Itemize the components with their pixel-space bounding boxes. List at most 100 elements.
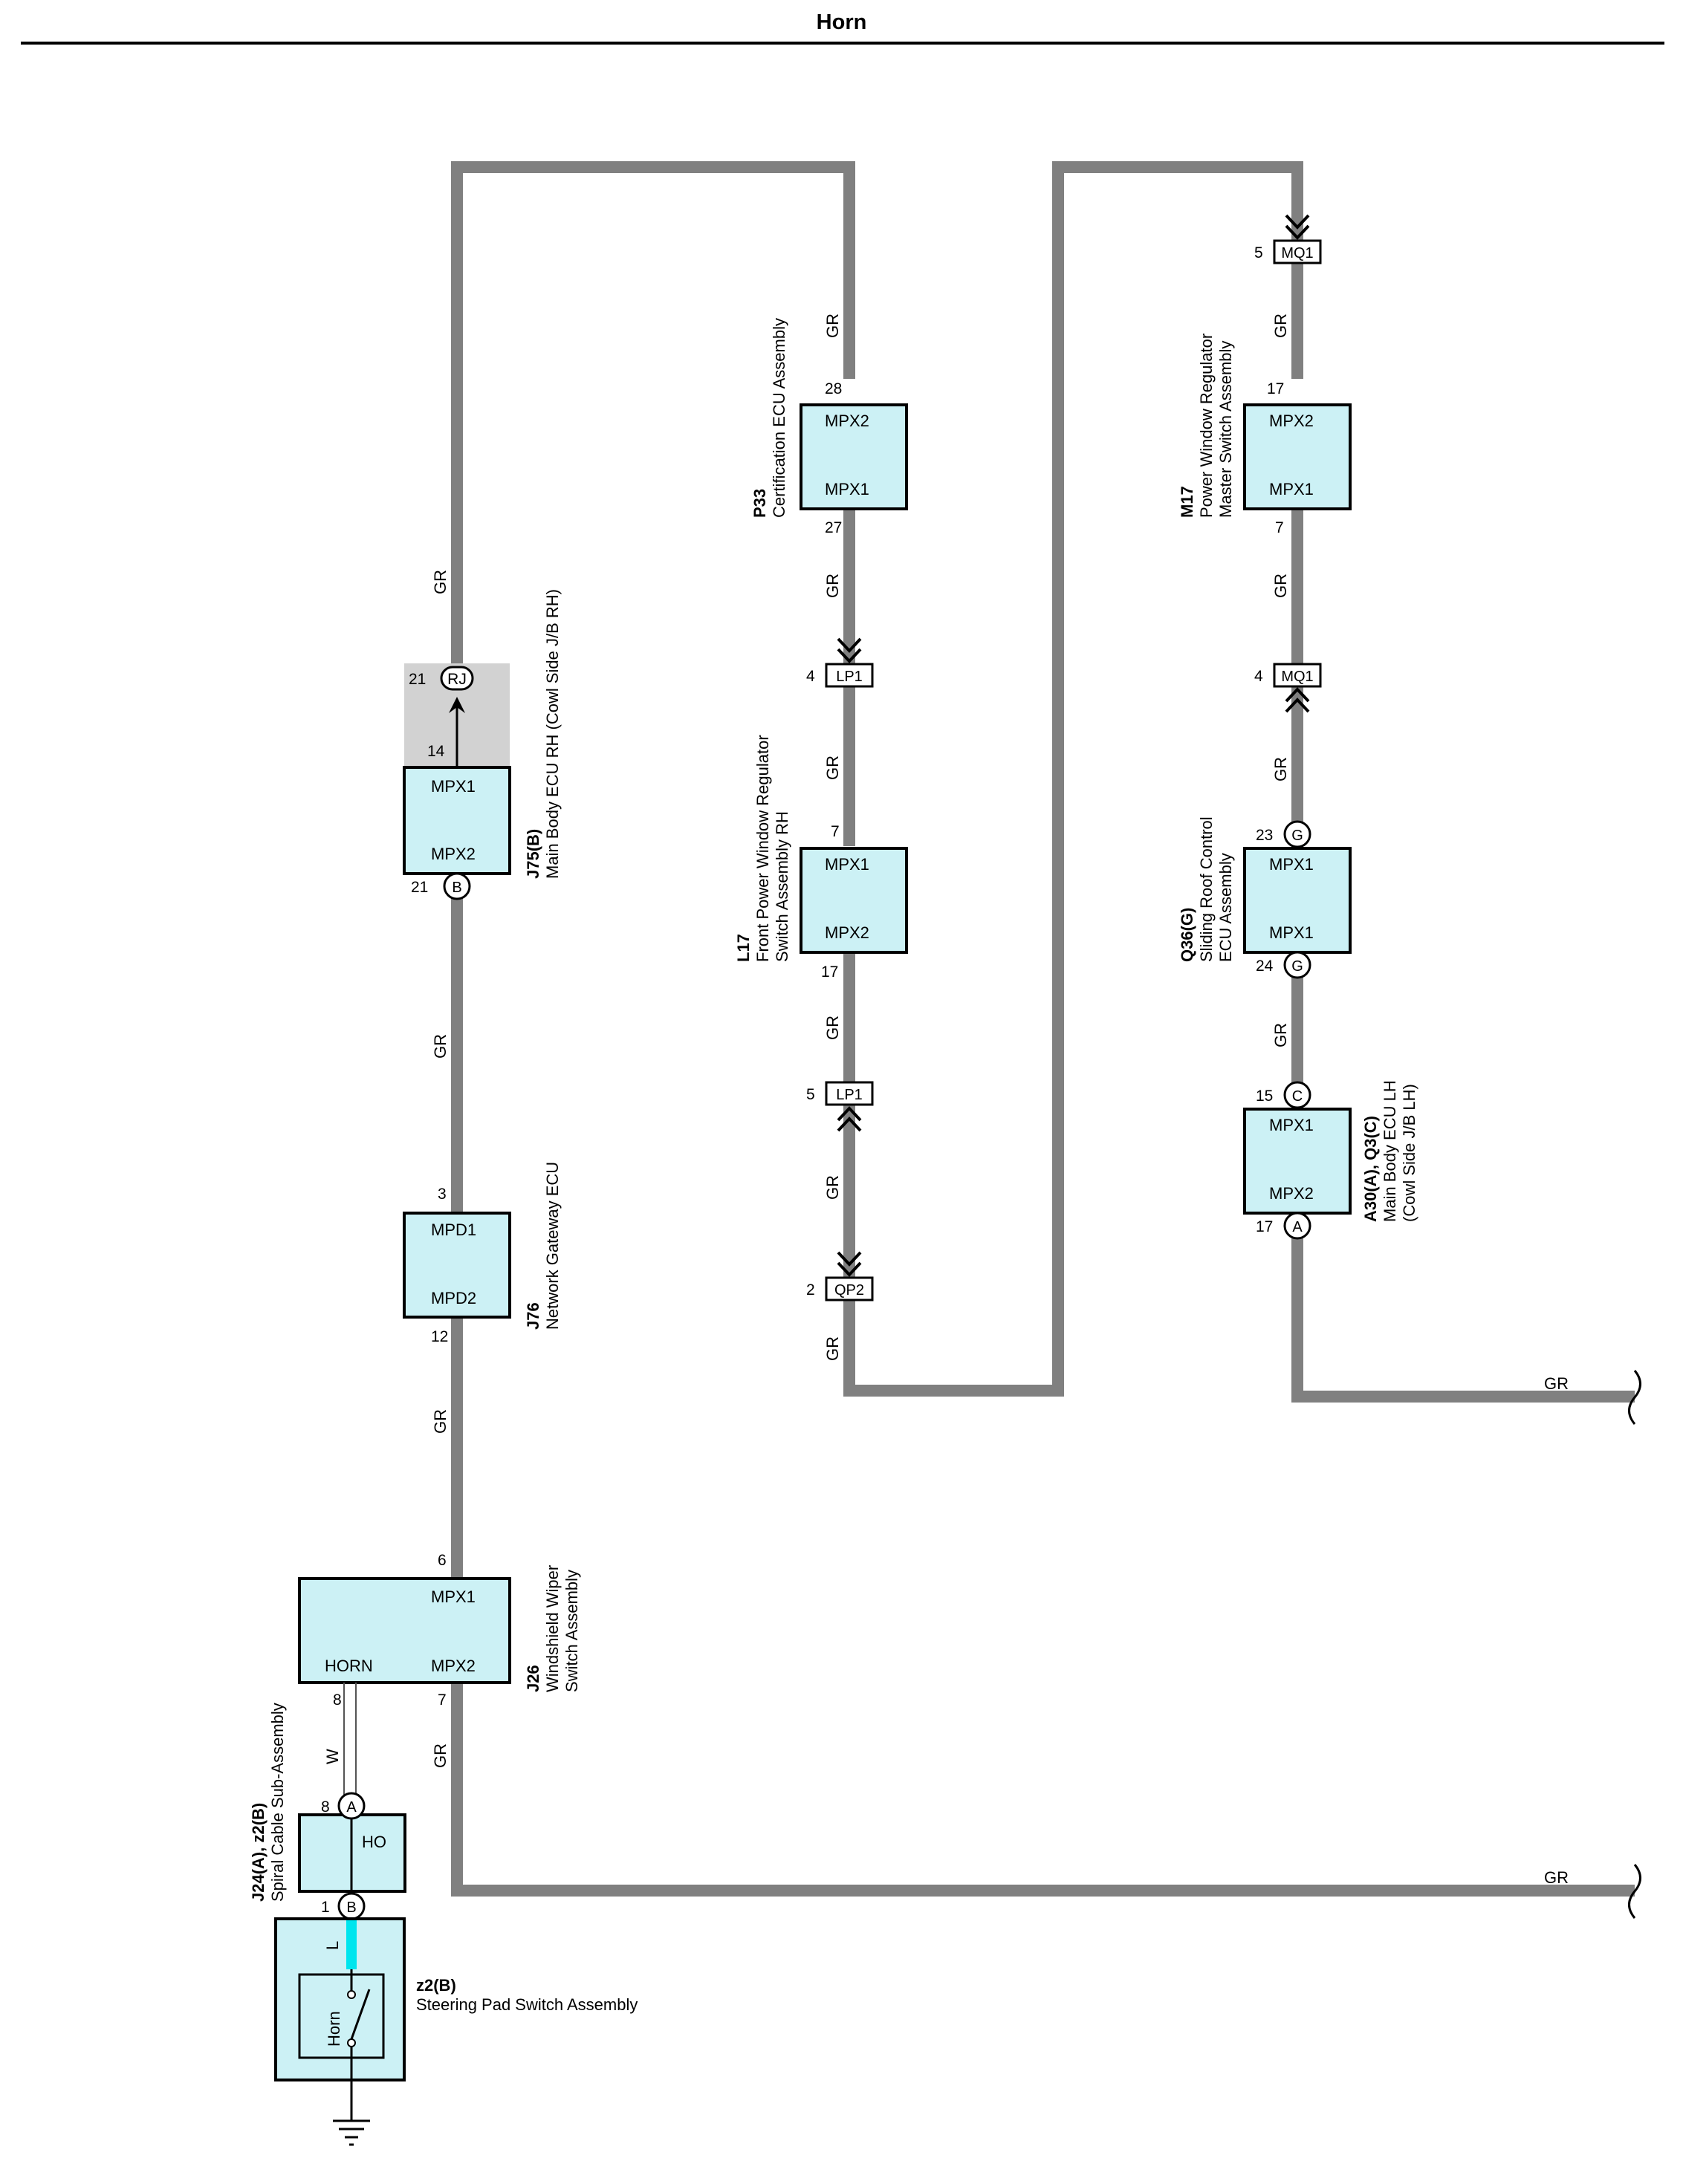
connector-box <box>1273 239 1322 264</box>
terminal-label: HORN <box>325 1657 373 1675</box>
connector-letter: G <box>1291 828 1303 844</box>
m17-box <box>1243 403 1352 510</box>
connector-rj-label: RJ <box>447 671 467 688</box>
terminal-label: MPX2 <box>825 412 869 430</box>
connector-letter-circle <box>1283 1212 1311 1240</box>
pin-label: 21 <box>409 671 426 688</box>
pin-label: 23 <box>1256 827 1273 844</box>
w-label: W <box>323 1749 342 1764</box>
pin-label: 8 <box>321 1798 330 1816</box>
pin-label: 4 <box>1254 668 1263 685</box>
component-name: Switch Assembly RH <box>773 811 791 962</box>
z2-horn-switch-frame <box>298 1973 385 2059</box>
component-name: Front Power Window Regulator <box>753 735 772 962</box>
j75-box <box>403 766 511 875</box>
gr-wires <box>451 161 1635 1897</box>
connector-letter: B <box>452 880 461 896</box>
component-name: Spiral Cable Sub-Assembly <box>268 1703 287 1902</box>
connector-letter: B <box>346 1899 356 1916</box>
connector-letter: G <box>1291 958 1303 975</box>
terminal-label: MPX1 <box>1269 923 1314 942</box>
component-name: Steering Pad Switch Assembly <box>416 1995 638 2014</box>
w-wire: W <box>323 1683 357 1805</box>
gr-label: GR <box>823 1015 842 1040</box>
pin-label: 24 <box>1256 958 1274 975</box>
connector-letter: A <box>346 1799 357 1816</box>
gr-label: GR <box>823 1175 842 1200</box>
connector-mq1-4: MQ1 4 <box>1254 663 1322 713</box>
chevron-down-icon <box>837 637 862 663</box>
connector-mq1-5: MQ1 5 <box>1254 214 1322 264</box>
l17-front-power-window-switch: 7 MPX1 MPX2 17 L17 Front Power Window Re… <box>734 735 908 981</box>
terminal-label: HO <box>362 1833 386 1851</box>
chevron-down-icon <box>837 1251 862 1277</box>
j26-windshield-wiper-switch: 6 MPX1 HORN MPX2 8 7 J26 Windshield Wipe… <box>298 1552 581 1709</box>
component-code: J24(A), z2(B) <box>249 1803 267 1902</box>
terminal-label: MPX1 <box>825 480 869 498</box>
connector-lp1-5: LP1 5 <box>806 1081 874 1132</box>
component-code: z2(B) <box>416 1976 456 1995</box>
wire-break-upper <box>1628 1370 1641 1425</box>
component-name: (Cowl Side J/B LH) <box>1400 1084 1418 1222</box>
gr-label: GR <box>823 573 842 598</box>
pin-label: 1 <box>321 1899 330 1916</box>
terminal-label: MPX1 <box>1269 1116 1314 1134</box>
component-name: Network Gateway ECU <box>543 1162 562 1330</box>
gr-label: GR <box>1271 1023 1290 1047</box>
pin-label: 5 <box>806 1086 815 1103</box>
switch-contact-top <box>347 1990 356 1999</box>
a30-main-body-ecu-lh: C 15 MPX1 MPX2 A 17 A30(A), Q3(C) Main B… <box>1243 1080 1418 1240</box>
component-code: M17 <box>1178 486 1196 518</box>
pin-label: 12 <box>431 1328 448 1345</box>
connector-letter-circle <box>337 1792 366 1820</box>
terminal-label: MPX1 <box>825 855 869 874</box>
terminal-label: MPX2 <box>825 923 869 942</box>
gr-label: GR <box>823 1336 842 1361</box>
pin-label: 14 <box>427 743 445 760</box>
z2-steering-pad-switch: L Horn z2(B) Steering Pad Switch Assembl… <box>274 1917 638 2146</box>
terminal-label: MPX2 <box>1269 412 1314 430</box>
gr-label: GR <box>823 313 842 338</box>
gr-label: GR <box>431 1409 450 1434</box>
terminal-label: MPX1 <box>431 777 476 796</box>
terminal-label: MPD2 <box>431 1289 476 1307</box>
j75-main-body-ecu-rh: RJ 21 14 MPX1 MPX2 B 21 J75(B) Main Body… <box>403 589 562 900</box>
wire-l17-m17 <box>843 161 1303 1397</box>
component-name: Main Body ECU LH <box>1381 1080 1399 1222</box>
q36-sliding-roof-control: G 23 MPX1 MPX1 G 24 Q36(G) Sliding Roof … <box>1178 816 1352 979</box>
pin-label: 17 <box>1267 380 1284 397</box>
connector-qp2-2: QP2 2 <box>806 1251 874 1301</box>
gr-label: GR <box>823 755 842 780</box>
pin-label: 4 <box>806 668 815 685</box>
pin-label: 7 <box>1275 519 1284 536</box>
l-wire-segment <box>346 1920 357 1969</box>
chevron-up-icon <box>837 1106 862 1132</box>
terminal-label: MPX2 <box>1269 1184 1314 1203</box>
m17-power-window-master-switch: 17 MPX2 MPX1 7 M17 Power Window Regulato… <box>1178 334 1352 536</box>
connector-box <box>825 663 874 688</box>
connector-label: MQ1 <box>1281 245 1313 261</box>
component-name: Switch Assembly <box>562 1570 581 1692</box>
connector-label: MQ1 <box>1281 669 1313 685</box>
connector-label: QP2 <box>834 1282 864 1299</box>
pin-label: 2 <box>806 1281 815 1299</box>
wire-j26-out-bottom <box>451 1683 1635 1897</box>
component-name: Sliding Roof Control <box>1197 816 1216 962</box>
component-code: A30(A), Q3(C) <box>1361 1116 1380 1222</box>
connector-letter-circle <box>443 872 471 900</box>
chevron-down-icon <box>1285 214 1310 240</box>
gr-label: GR <box>1271 573 1290 598</box>
component-name: Main Body ECU RH (Cowl Side J/B RH) <box>543 589 562 879</box>
pin-label: 7 <box>831 823 840 840</box>
connector-letter-circle <box>1283 951 1311 979</box>
terminal-label: Horn <box>325 2011 343 2047</box>
connector-label: LP1 <box>836 669 863 685</box>
connector-box <box>825 1276 874 1301</box>
ground-icon <box>333 2119 370 2146</box>
connector-letter: A <box>1292 1219 1303 1235</box>
component-code: Q36(G) <box>1178 908 1196 962</box>
gr-label: GR <box>1544 1868 1569 1887</box>
gr-label: GR <box>1271 757 1290 781</box>
j76-network-gateway-ecu: 3 MPD1 MPD2 12 J76 Network Gateway ECU <box>403 1162 562 1345</box>
